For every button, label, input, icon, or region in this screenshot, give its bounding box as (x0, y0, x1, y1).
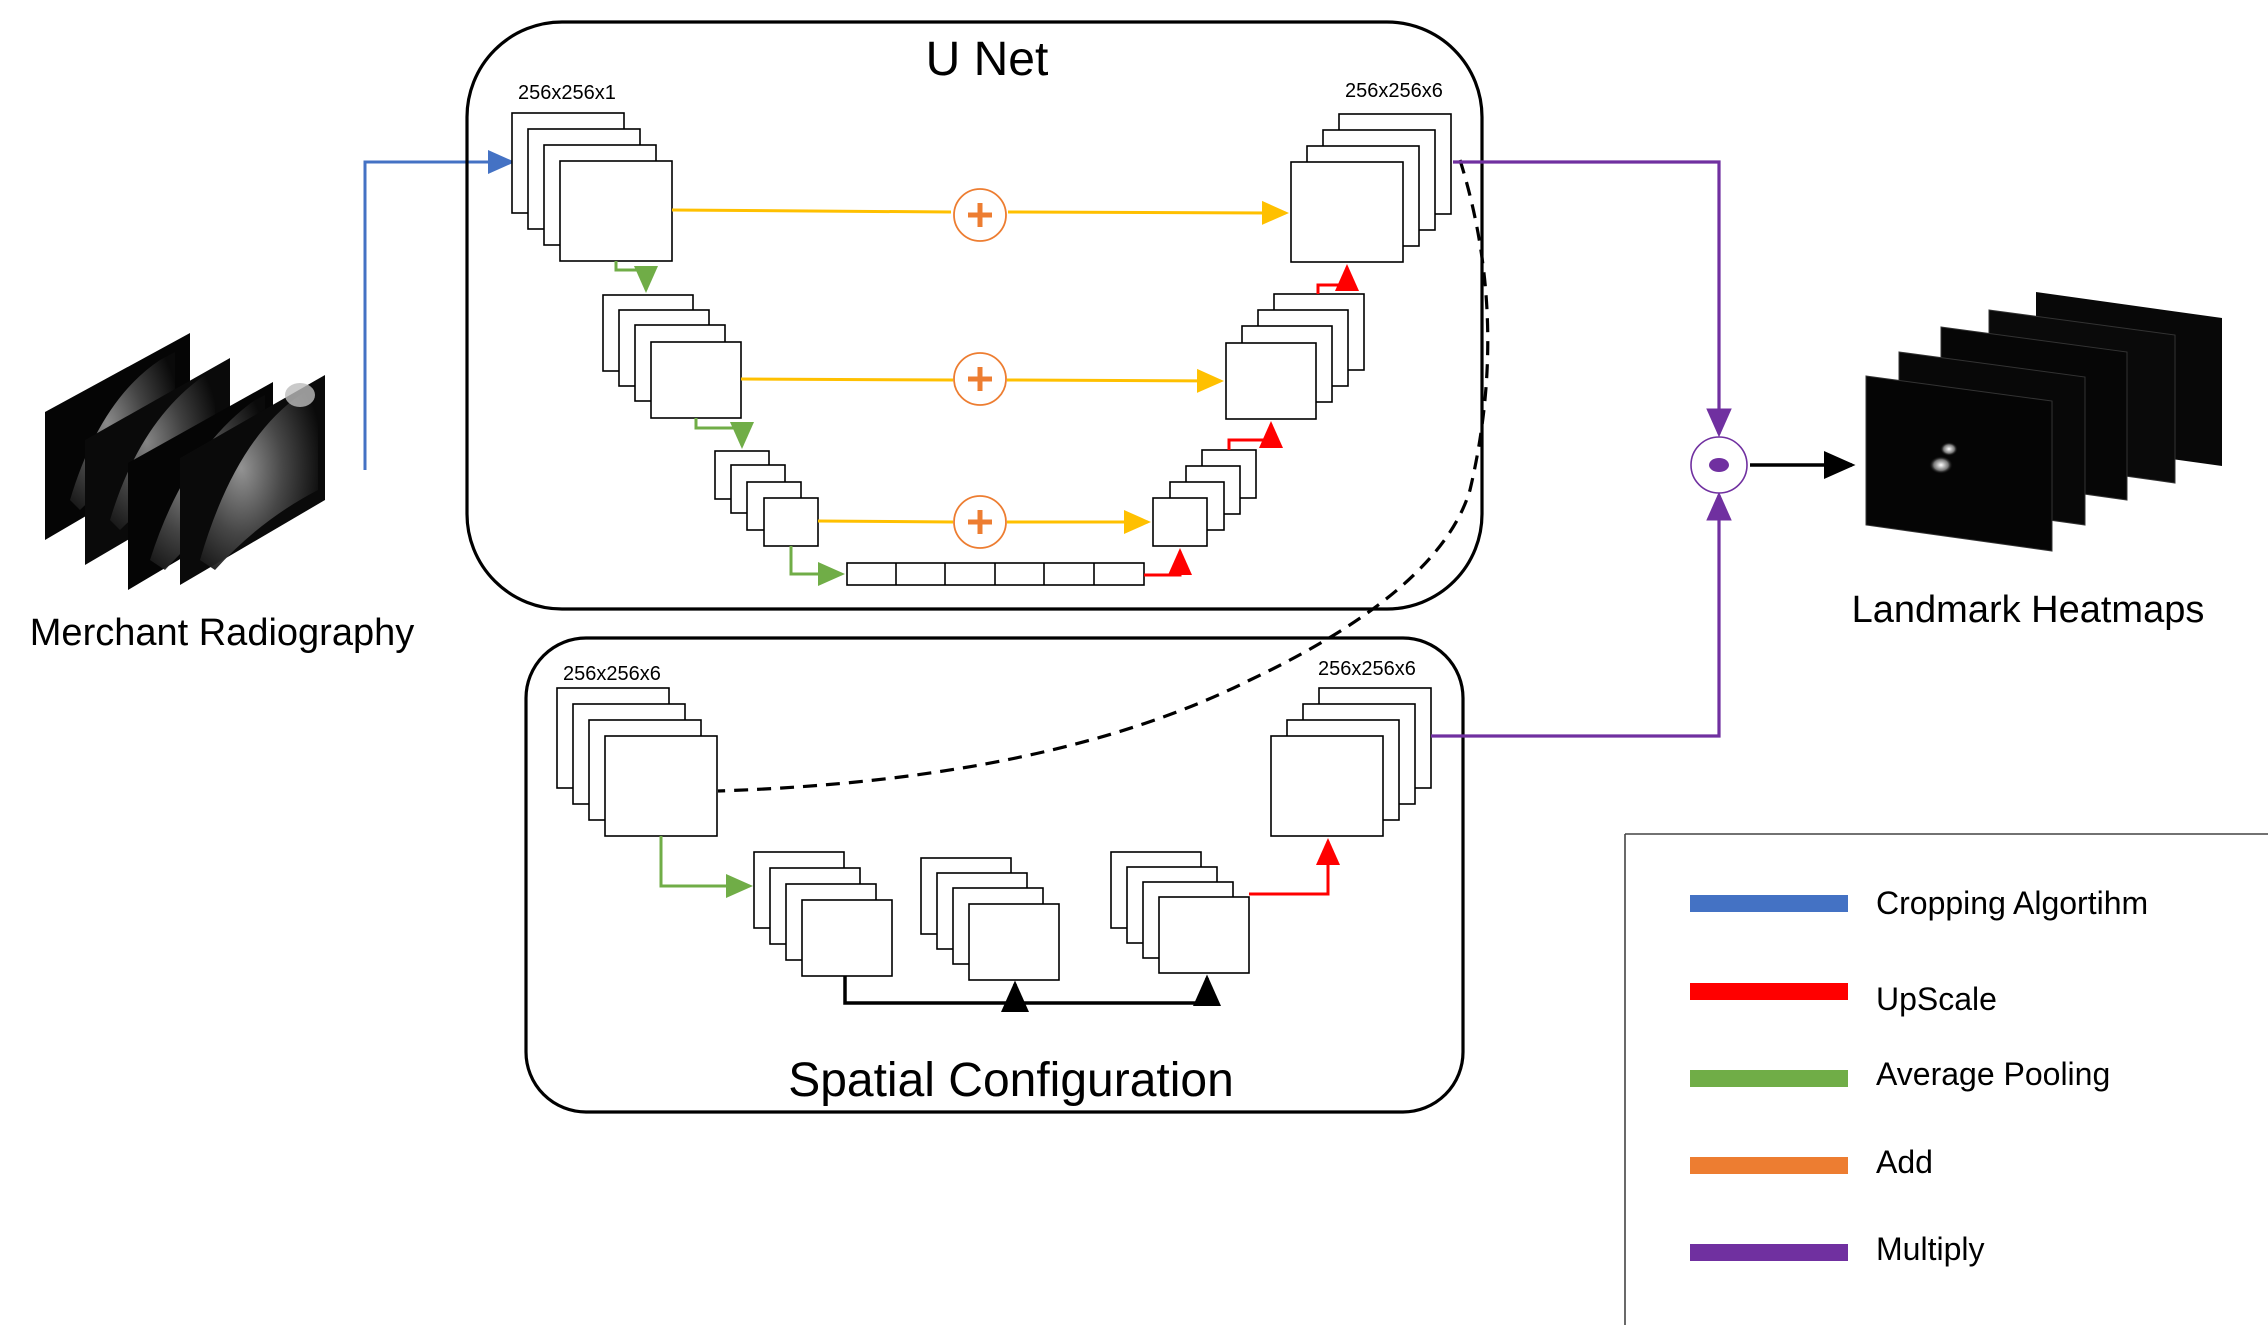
unet-dec1-stack (1290, 113, 1452, 263)
legend-label: Cropping Algortihm (1876, 885, 2148, 921)
legend-label: Multiply (1876, 1231, 1984, 1267)
spatial-mid-stack (920, 857, 1060, 981)
upscale-arrow-2 (1227, 421, 1283, 450)
skip-line-1b (1007, 200, 1289, 225)
spatial-feedback-connector (843, 974, 1221, 1012)
spatial-down-stack (753, 851, 893, 977)
unet-enc1-stack (511, 112, 673, 262)
legend-item-upscale: UpScale (1690, 981, 1997, 1017)
unet-input-dim: 256x256x1 (518, 82, 616, 104)
unet-bottleneck (846, 562, 1145, 586)
unet-enc3-stack (714, 450, 819, 547)
legend-item-multiply: Multiply (1690, 1231, 1984, 1267)
plus-circle-icon (953, 352, 1007, 406)
legend-item-crop: Cropping Algortihm (1690, 885, 2148, 921)
skip-line-1a (671, 208, 952, 214)
input-radiograph-stack (45, 333, 325, 590)
unet-output-dim: 256x256x6 (1345, 80, 1443, 102)
dashed-link (717, 159, 1490, 793)
upscale-arrow-1 (1144, 548, 1192, 577)
pool-arrow-3 (789, 546, 845, 586)
unet-dec2-stack (1225, 293, 1365, 420)
unet-enc2-stack (602, 294, 742, 419)
spatial-title: Spatial Configuration (788, 1054, 1234, 1107)
skip-line-3a (817, 519, 954, 524)
unet-dec3-stack (1152, 449, 1257, 547)
skip-line-2b (1006, 368, 1224, 393)
spatial-output-dim: 256x256x6 (1318, 658, 1416, 680)
input-label: Merchant Radiography (30, 612, 414, 654)
legend-item-add: Add (1690, 1144, 1933, 1180)
multiply-dot-icon (1690, 436, 1748, 494)
upscale-arrow-3 (1316, 264, 1359, 294)
spatial-output-stack (1270, 687, 1432, 837)
skip-line-2a (740, 377, 954, 382)
heatmap-stack (1865, 292, 2222, 552)
pool-arrow-2 (694, 418, 754, 449)
spatial-upscale-arrow (1249, 838, 1340, 896)
legend-label: Average Pooling (1876, 1056, 2110, 1092)
multiply-arrow-bottom (1431, 491, 1732, 738)
spatial-pool-arrow (659, 836, 753, 898)
legend-item-pooling: Average Pooling (1690, 1056, 2110, 1092)
spatial-container (524, 636, 1465, 1114)
spatial-input-stack (556, 687, 718, 837)
crop-arrow (363, 150, 515, 470)
plus-circle-icon (953, 188, 1007, 242)
legend-label: UpScale (1876, 981, 1997, 1017)
plus-circle-icon (953, 495, 1007, 549)
multiply-arrow-top (1453, 160, 1732, 438)
spatial-right-stack (1110, 851, 1250, 974)
output-label: Landmark Heatmaps (1852, 589, 2205, 631)
unet-container (465, 20, 1484, 611)
spatial-input-dim: 256x256x6 (563, 663, 661, 685)
pool-arrow-1 (614, 261, 658, 293)
unet-title: U Net (926, 33, 1049, 86)
legend: Cropping Algortihm UpScale Average Pooli… (1624, 833, 2268, 1325)
legend-label: Add (1876, 1144, 1933, 1180)
